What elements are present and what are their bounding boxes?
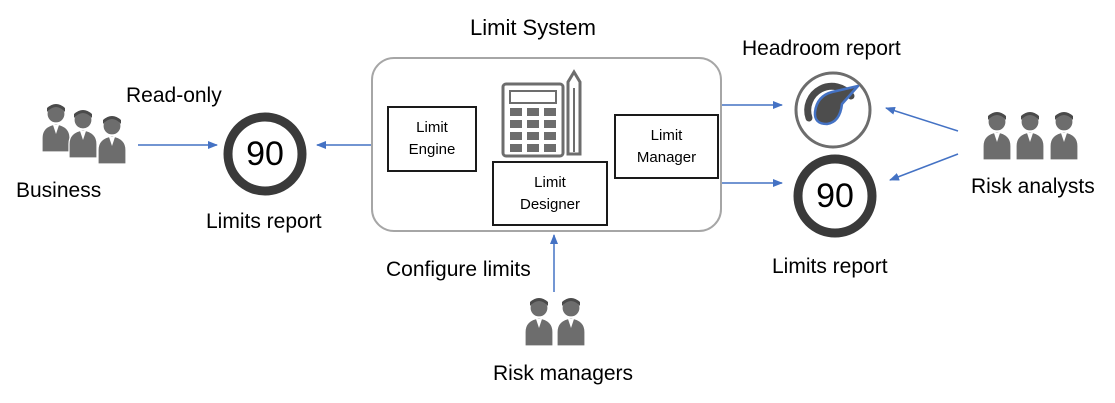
business-label: Business bbox=[16, 179, 102, 202]
limit-designer-box: Limit Designer bbox=[492, 161, 608, 226]
limit-designer-label-line1: Limit bbox=[534, 173, 566, 191]
limits-gauge-right-value: 90 bbox=[816, 177, 854, 215]
configure-limits-label: Configure limits bbox=[386, 258, 531, 281]
limit-engine-box: Limit Engine bbox=[387, 106, 477, 172]
diagram-title: Limit System bbox=[470, 15, 596, 40]
calculator-pencil-icon bbox=[501, 69, 582, 158]
people-pair-icon bbox=[524, 297, 586, 347]
people-group-icon bbox=[982, 111, 1079, 161]
limit-engine-label-line2: Engine bbox=[408, 141, 456, 158]
limit-engine-label-line1: Limit bbox=[416, 119, 448, 136]
limit-designer-label-line2: Designer bbox=[519, 195, 581, 213]
arrow-analysts-to-limits-report bbox=[889, 153, 959, 181]
limit-manager-label-line1: Limit bbox=[650, 126, 683, 144]
limits-report-left-label: Limits report bbox=[206, 210, 322, 233]
limit-manager-label-line2: Manager bbox=[636, 148, 697, 166]
arrow-analysts-to-headroom bbox=[885, 106, 959, 132]
speedometer-icon bbox=[794, 71, 872, 149]
headroom-report-label: Headroom report bbox=[742, 37, 901, 60]
limits-gauge-left bbox=[223, 112, 307, 196]
read-only-label: Read-only bbox=[126, 84, 222, 107]
risk-analysts-label: Risk analysts bbox=[971, 175, 1095, 198]
limits-gauge-left-value: 90 bbox=[246, 135, 284, 173]
limits-gauge-right bbox=[793, 154, 877, 238]
people-group-icon bbox=[41, 103, 127, 165]
risk-managers-label: Risk managers bbox=[493, 362, 634, 385]
limits-report-right-label: Limits report bbox=[772, 255, 888, 278]
limit-manager-box: Limit Manager bbox=[614, 114, 719, 179]
